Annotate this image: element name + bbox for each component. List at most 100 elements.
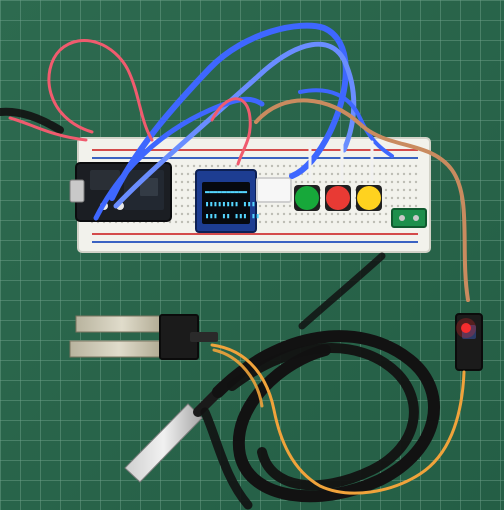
breadboard-hole — [348, 220, 352, 224]
breadboard-hole — [216, 164, 220, 168]
breadboard-hole — [192, 172, 196, 176]
breadboard-hole — [366, 180, 370, 184]
breadboard-hole — [288, 212, 292, 216]
breadboard-hole — [336, 212, 340, 216]
breadboard-hole — [294, 220, 298, 224]
breadboard-hole — [360, 212, 364, 216]
breadboard-hole — [414, 164, 418, 168]
breadboard-hole — [396, 196, 400, 200]
breadboard-hole — [252, 164, 256, 168]
breadboard-hole — [336, 164, 340, 168]
breadboard-hole — [354, 180, 358, 184]
breadboard-hole — [372, 220, 376, 224]
breadboard-hole — [312, 172, 316, 176]
breadboard-hole — [378, 172, 382, 176]
red-button — [325, 185, 351, 211]
breadboard-hole — [192, 204, 196, 208]
breadboard-hole — [372, 180, 376, 184]
breadboard-hole — [282, 172, 286, 176]
oled-line-3: ▮▮▮ ▮▮ ▮▮▮ ▮▮ — [205, 212, 260, 220]
breadboard-hole — [402, 188, 406, 192]
oled-module: ▬▬▬▬▬▬▬▬▬▬ ▮▮▮▮▮▮▮▮ ▮▮▮ ▮▮▮ ▮▮ ▮▮▮ ▮▮ — [195, 169, 260, 233]
breadboard-hole — [360, 220, 364, 224]
breadboard-hole — [270, 164, 274, 168]
breadboard-hole — [294, 180, 298, 184]
breadboard-hole — [192, 212, 196, 216]
breadboard-hole — [408, 204, 412, 208]
breadboard-hole — [318, 164, 322, 168]
breadboard-hole — [354, 220, 358, 224]
breadboard-hole — [396, 172, 400, 176]
breadboard-hole — [312, 212, 316, 216]
soil-moisture-probe — [69, 314, 218, 360]
breadboard-hole — [312, 220, 316, 224]
breadboard-hole — [270, 220, 274, 224]
breadboard-hole — [324, 220, 328, 224]
breadboard-hole — [330, 220, 334, 224]
terminal-block — [391, 208, 427, 228]
breadboard-hole — [336, 180, 340, 184]
wires — [8, 22, 470, 495]
breadboard-hole — [318, 172, 322, 176]
breadboard-hole — [264, 212, 268, 216]
breadboard-hole — [408, 180, 412, 184]
breadboard-hole — [270, 212, 274, 216]
breadboard-hole — [180, 212, 184, 216]
breadboard-hole — [192, 164, 196, 168]
sensor-module — [455, 313, 483, 371]
breadboard-hole — [354, 172, 358, 176]
breadboard-hole — [414, 172, 418, 176]
breadboard-hole — [270, 172, 274, 176]
breadboard-hole — [324, 164, 328, 168]
breadboard-hole — [378, 212, 382, 216]
breadboard-hole — [384, 220, 388, 224]
breadboard-hole — [324, 212, 328, 216]
breadboard-hole — [186, 172, 190, 176]
breadboard-hole — [366, 172, 370, 176]
breadboard-hole — [324, 172, 328, 176]
breadboard-hole — [282, 164, 286, 168]
breadboard-hole — [324, 180, 328, 184]
breadboard-hole — [288, 164, 292, 168]
breadboard-hole — [348, 164, 352, 168]
breadboard-hole — [174, 204, 178, 208]
breadboard-hole — [180, 188, 184, 192]
breadboard-hole — [174, 188, 178, 192]
breadboard-hole — [342, 180, 346, 184]
breadboard-hole — [366, 164, 370, 168]
breadboard-hole — [342, 220, 346, 224]
breadboard-hole — [408, 172, 412, 176]
breadboard-hole — [318, 220, 322, 224]
breadboard-hole — [402, 196, 406, 200]
breadboard-hole — [270, 204, 274, 208]
breadboard-hole — [348, 172, 352, 176]
breadboard-hole — [330, 172, 334, 176]
white-connector — [256, 177, 292, 203]
breadboard-hole — [402, 180, 406, 184]
breadboard-hole — [276, 204, 280, 208]
breadboard-hole — [360, 172, 364, 176]
breadboard-hole — [390, 196, 394, 200]
breadboard-hole — [378, 220, 382, 224]
breadboard-hole — [378, 180, 382, 184]
breadboard-hole — [264, 172, 268, 176]
breadboard-hole — [300, 220, 304, 224]
breadboard-hole — [198, 164, 202, 168]
breadboard-hole — [192, 188, 196, 192]
breadboard-hole — [408, 196, 412, 200]
breadboard-hole — [174, 172, 178, 176]
breadboard-hole — [180, 180, 184, 184]
breadboard-hole — [384, 188, 388, 192]
breadboard-hole — [246, 164, 250, 168]
breadboard-hole — [414, 180, 418, 184]
breadboard-hole — [366, 220, 370, 224]
microcontroller-board — [69, 162, 172, 222]
breadboard-hole — [348, 212, 352, 216]
breadboard-hole — [192, 196, 196, 200]
breadboard-hole — [234, 164, 238, 168]
breadboard-hole — [222, 164, 226, 168]
breadboard-hole — [180, 220, 184, 224]
breadboard-hole — [264, 220, 268, 224]
breadboard-hole — [258, 164, 262, 168]
